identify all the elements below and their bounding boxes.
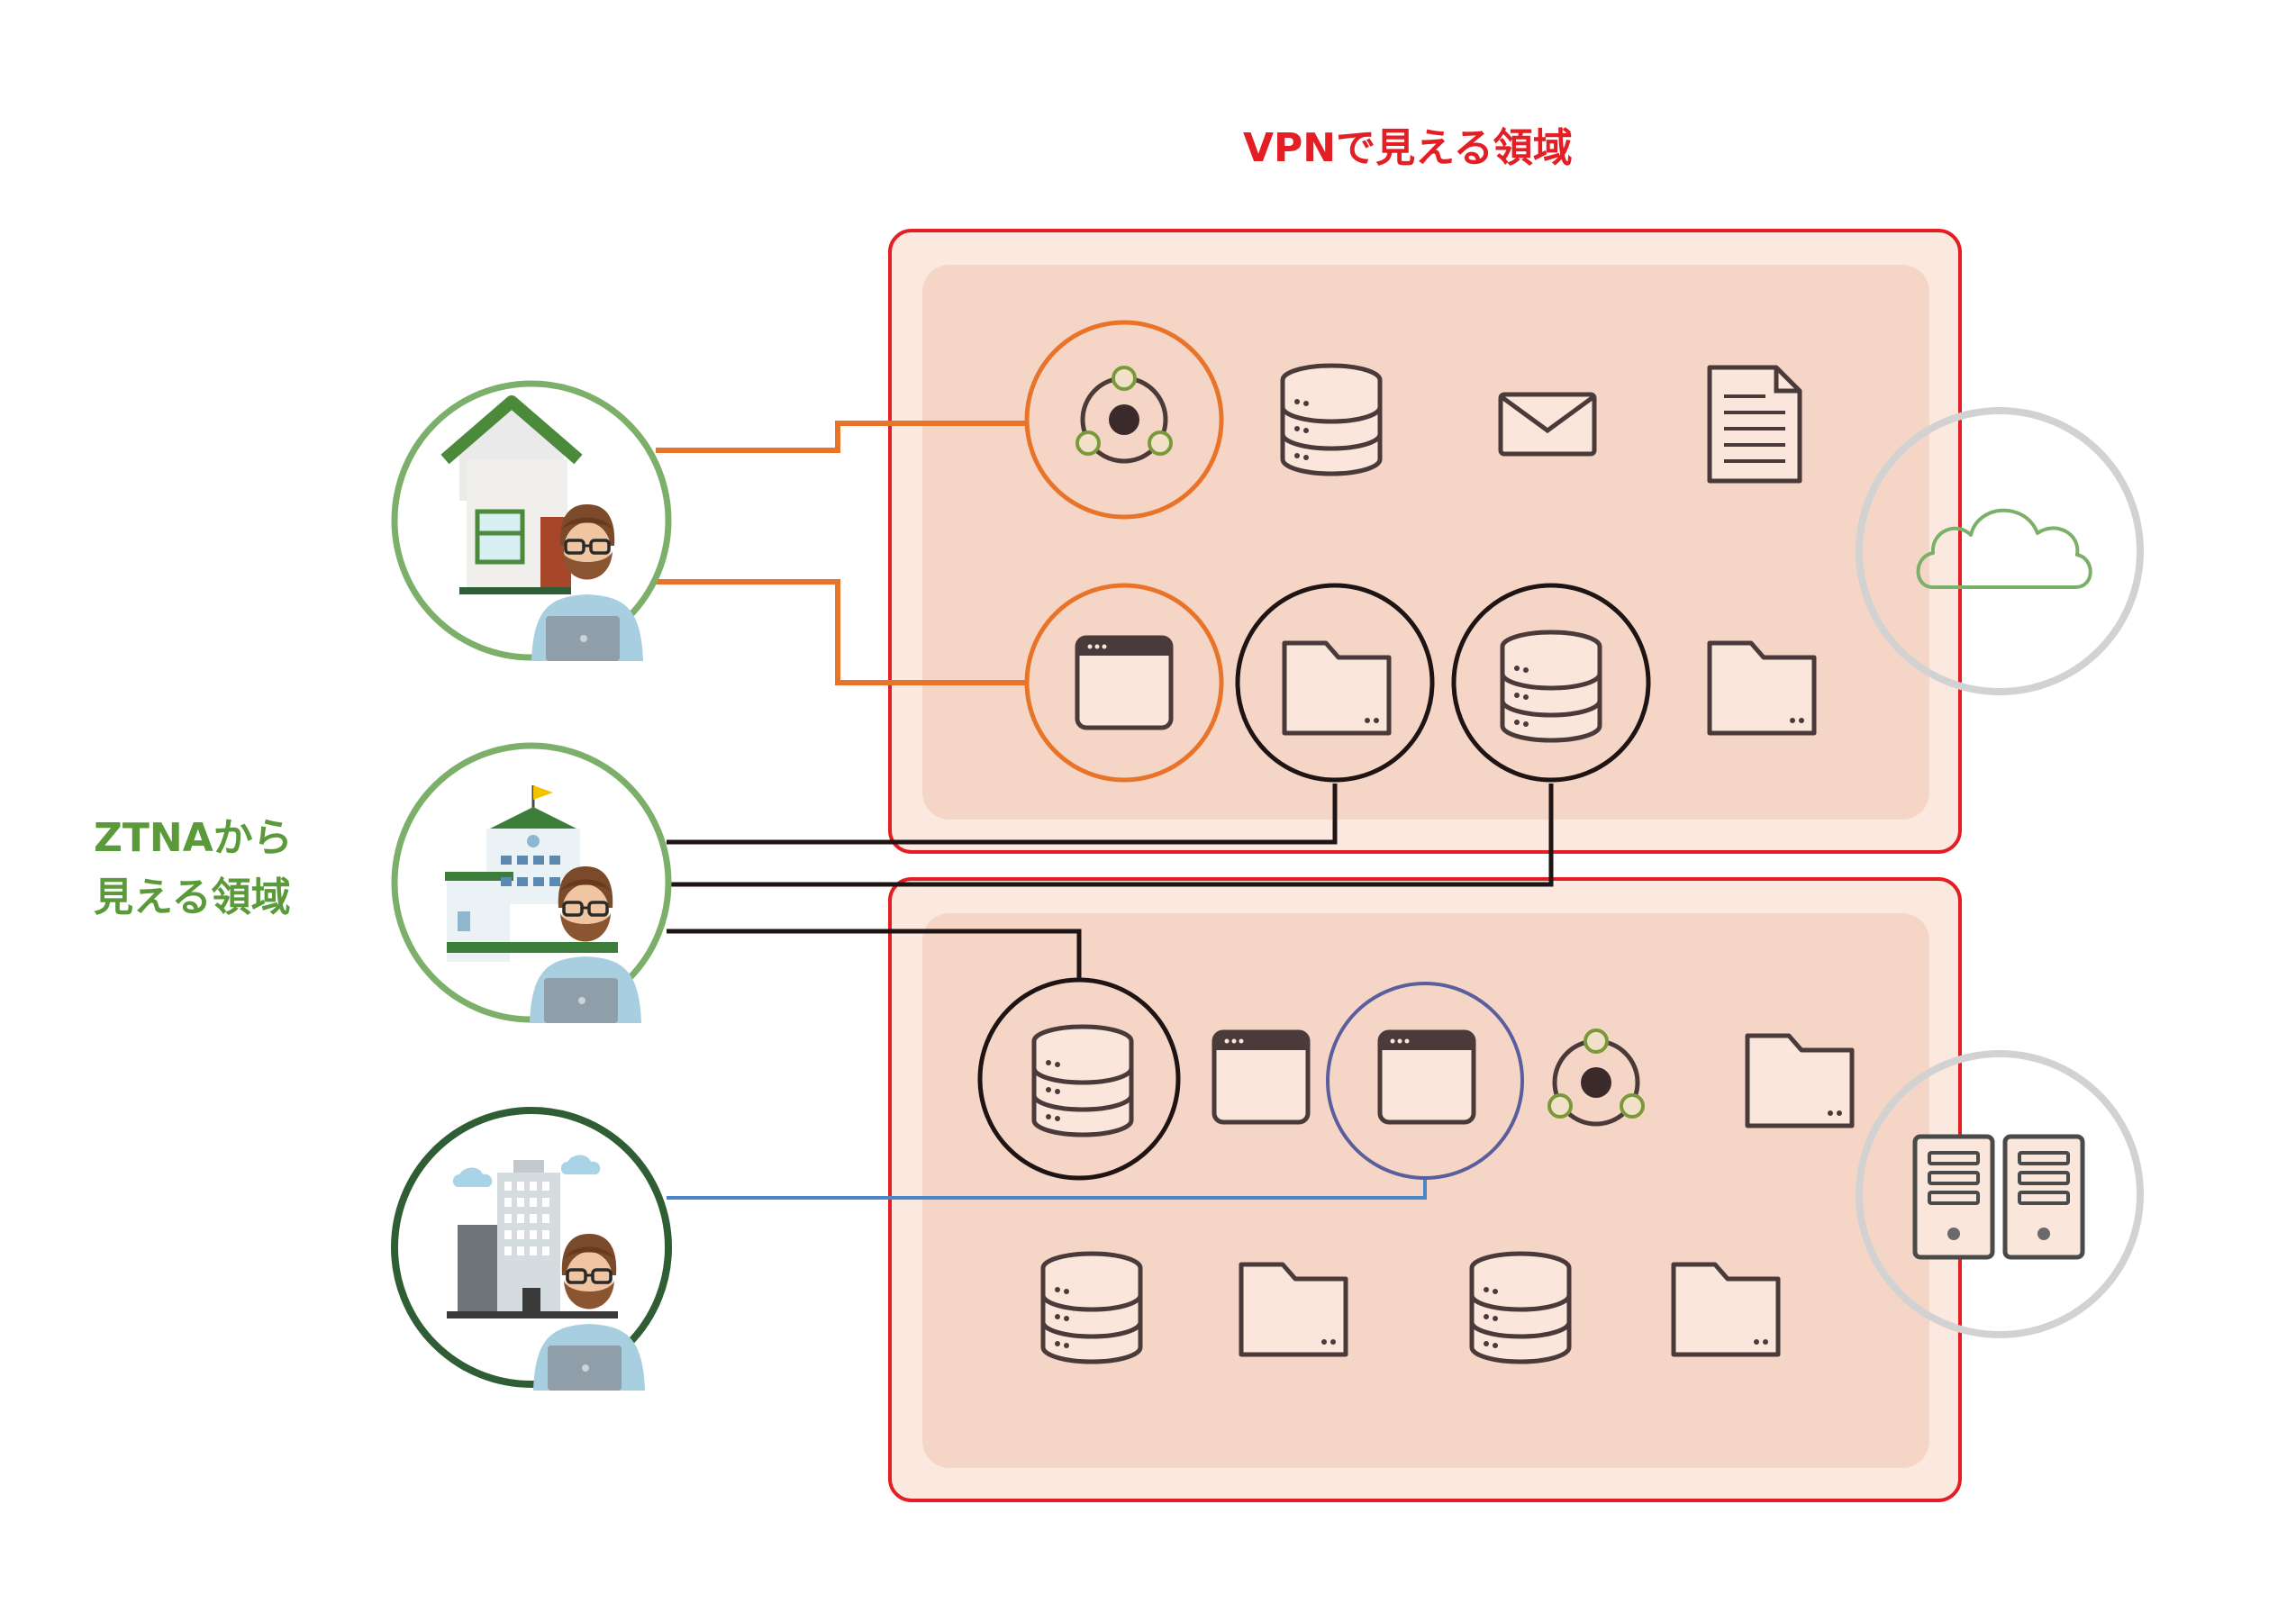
- ztna-label-line2: 見える領域: [94, 874, 291, 920]
- home-to-hub-link: [656, 421, 1027, 453]
- school-user: [391, 742, 672, 1025]
- database-icon: [1283, 366, 1380, 474]
- cloud-icon: [1916, 508, 2092, 589]
- house-icon: [440, 395, 583, 594]
- database-icon: [1034, 1027, 1131, 1135]
- school-to-folder-link: [667, 784, 1338, 845]
- app-window-icon: [1077, 638, 1171, 728]
- app-window-icon: [1380, 1032, 1474, 1122]
- school-to-dc-database-link: [667, 929, 1082, 980]
- folder-resource: [1235, 583, 1435, 783]
- cloud-zone: [888, 229, 1962, 854]
- vpn-visible-area-label: VPNで見える領域: [1243, 125, 1573, 171]
- database-icon: [1472, 1254, 1569, 1362]
- server-hosting: [1856, 1050, 2144, 1338]
- folder-icon: [1241, 1264, 1346, 1355]
- folder-icon: [1284, 643, 1389, 733]
- dc-app-window-resource: [1326, 982, 1524, 1180]
- cloud-hosting: [1856, 407, 2144, 695]
- office-to-app-link: [667, 1180, 1427, 1200]
- database-icon: [1502, 632, 1600, 740]
- office-building-icon: [447, 1155, 618, 1318]
- ztna-label-line1: ZTNAから: [94, 815, 293, 861]
- database-resource: [1451, 583, 1651, 783]
- folder-icon: [1710, 643, 1814, 733]
- home-user: [391, 380, 672, 663]
- document-icon: [1707, 365, 1802, 484]
- folder-icon: [1674, 1264, 1778, 1355]
- school-to-database-link: [667, 784, 1554, 887]
- app-window-resource: [1024, 583, 1224, 783]
- server-rack-icon: [1912, 1134, 2085, 1260]
- office-user: [391, 1107, 672, 1392]
- dc-database-resource: [977, 977, 1181, 1181]
- home-to-app-link: [656, 579, 1027, 685]
- folder-icon: [1747, 1036, 1852, 1126]
- app-window-icon: [1214, 1032, 1308, 1122]
- network-hub-resource: [1024, 320, 1224, 520]
- database-icon: [1043, 1254, 1140, 1362]
- ztna-visible-area-label: ZTNAから 見える領域: [94, 809, 293, 928]
- mail-icon: [1498, 392, 1597, 457]
